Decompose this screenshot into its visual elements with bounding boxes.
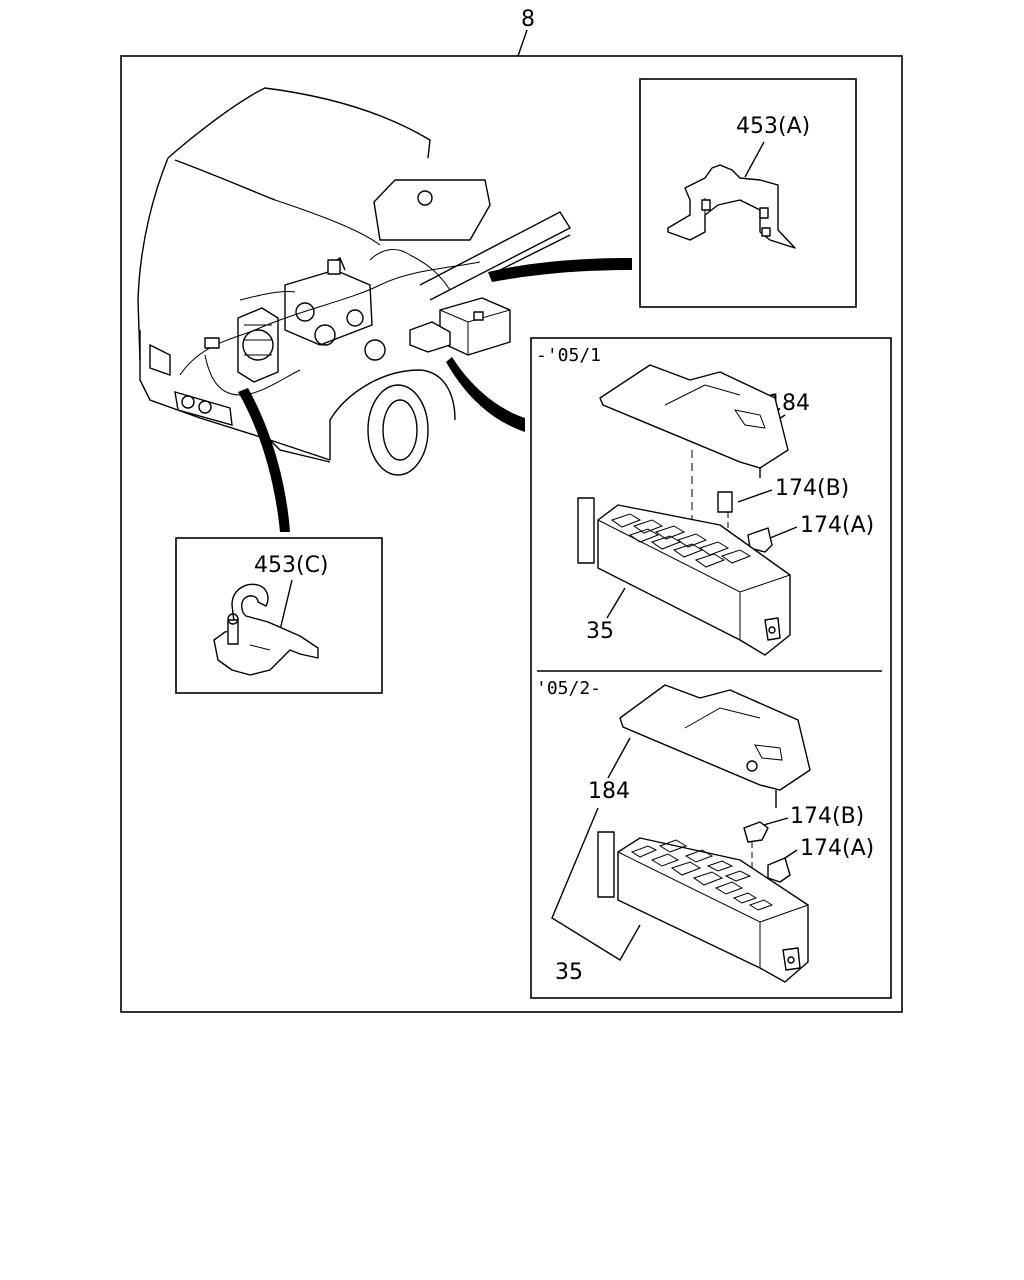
callout-arrow-bracket-a — [488, 258, 632, 282]
label-453c: 453(C) — [254, 553, 329, 578]
figure-number: 8 — [521, 7, 535, 32]
inset-fuse-boxes: -'05/1 184 174(B) 174(A) 35 — [530, 337, 892, 999]
fuse-174b-early — [717, 491, 733, 513]
fuse-box-early — [597, 504, 791, 656]
fuse-slots-early — [610, 513, 752, 568]
inset-bracket-a: 453(A) — [639, 78, 857, 308]
label-174b-late: 174(B) — [790, 804, 864, 829]
relay-174a-late — [767, 857, 791, 883]
bracket-453a-part — [667, 164, 796, 249]
label-184-late: 184 — [588, 779, 630, 804]
label-35-late: 35 — [555, 960, 583, 985]
period-early: -'05/1 — [536, 345, 601, 366]
fuse-cover-early — [599, 364, 789, 469]
callout-arrow-fuse-box — [446, 357, 525, 432]
label-453a: 453(A) — [736, 114, 810, 139]
label-35-early: 35 — [586, 619, 614, 644]
figure-leader — [517, 29, 528, 57]
inset-bracket-c: 453(C) — [175, 537, 383, 694]
fuse-174b-late — [743, 821, 769, 843]
bracket-453c-part — [213, 583, 319, 676]
truck-front-illustration — [137, 87, 571, 476]
label-174a-late: 174(A) — [800, 836, 874, 861]
label-174b-early: 174(B) — [775, 476, 849, 501]
outer-frame — [120, 55, 903, 1013]
period-late: '05/2- — [536, 678, 601, 699]
label-174a-early: 174(A) — [800, 513, 874, 538]
fuse-slots-late — [630, 839, 774, 911]
callout-arrow-bracket-c — [238, 388, 290, 532]
